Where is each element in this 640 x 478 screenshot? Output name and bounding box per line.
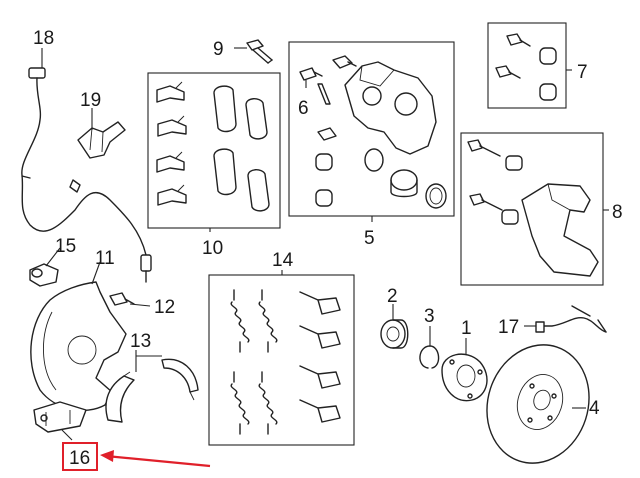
callout-1: 1 — [461, 318, 472, 339]
red-pointer-arrow — [100, 450, 211, 468]
pad-kit-box — [147, 72, 281, 229]
wheel-speed-sensor-15 — [29, 263, 59, 287]
bolt-kit-7 — [495, 33, 557, 101]
caliper-bracket-8 — [467, 139, 599, 277]
callout-13: 13 — [130, 331, 151, 352]
callout-19: 19 — [80, 90, 101, 111]
callout-5: 5 — [364, 228, 375, 249]
callout-16-highlight — [62, 442, 98, 471]
bolt-9 — [246, 39, 273, 64]
brake-pads-10 — [156, 81, 270, 212]
wheel-bearing-2 — [380, 319, 409, 349]
brake-hose-17 — [535, 305, 607, 333]
callout-4: 4 — [589, 398, 600, 419]
guide-pin-6 — [299, 67, 331, 105]
callout-12: 12 — [154, 297, 175, 318]
actuator-16 — [33, 401, 87, 433]
hardware-kit-14 — [230, 289, 341, 435]
callout-6: 6 — [298, 98, 309, 119]
leader-lines — [41, 47, 609, 441]
bolt-12 — [109, 292, 135, 306]
brake-rotor-4 — [486, 344, 590, 464]
abs-sensor-harness — [21, 67, 152, 283]
bolt-kit-box-7 — [487, 22, 567, 109]
callout-18: 18 — [33, 28, 54, 49]
callout-15: 15 — [55, 236, 76, 257]
callout-9: 9 — [213, 39, 224, 60]
callout-2: 2 — [387, 286, 398, 307]
callout-8: 8 — [612, 202, 623, 223]
callout-labels: 18 9 19 6 7 10 5 8 15 11 14 12 2 3 1 17 … — [33, 28, 623, 469]
backing-plate-11 — [30, 281, 127, 412]
caliper-5 — [315, 55, 447, 209]
parking-brake-shoes-13 — [105, 358, 199, 423]
callout-17: 17 — [498, 317, 519, 338]
callout-7: 7 — [577, 62, 588, 83]
callout-16: 16 — [69, 448, 90, 469]
wheel-hub-1 — [441, 353, 488, 402]
callout-14: 14 — [272, 250, 294, 271]
callout-11: 11 — [95, 248, 115, 269]
snap-ring-3 — [419, 345, 440, 369]
bracket-19 — [77, 121, 126, 159]
bracket-box — [460, 132, 604, 286]
callout-3: 3 — [424, 306, 435, 327]
callout-10: 10 — [202, 238, 223, 259]
